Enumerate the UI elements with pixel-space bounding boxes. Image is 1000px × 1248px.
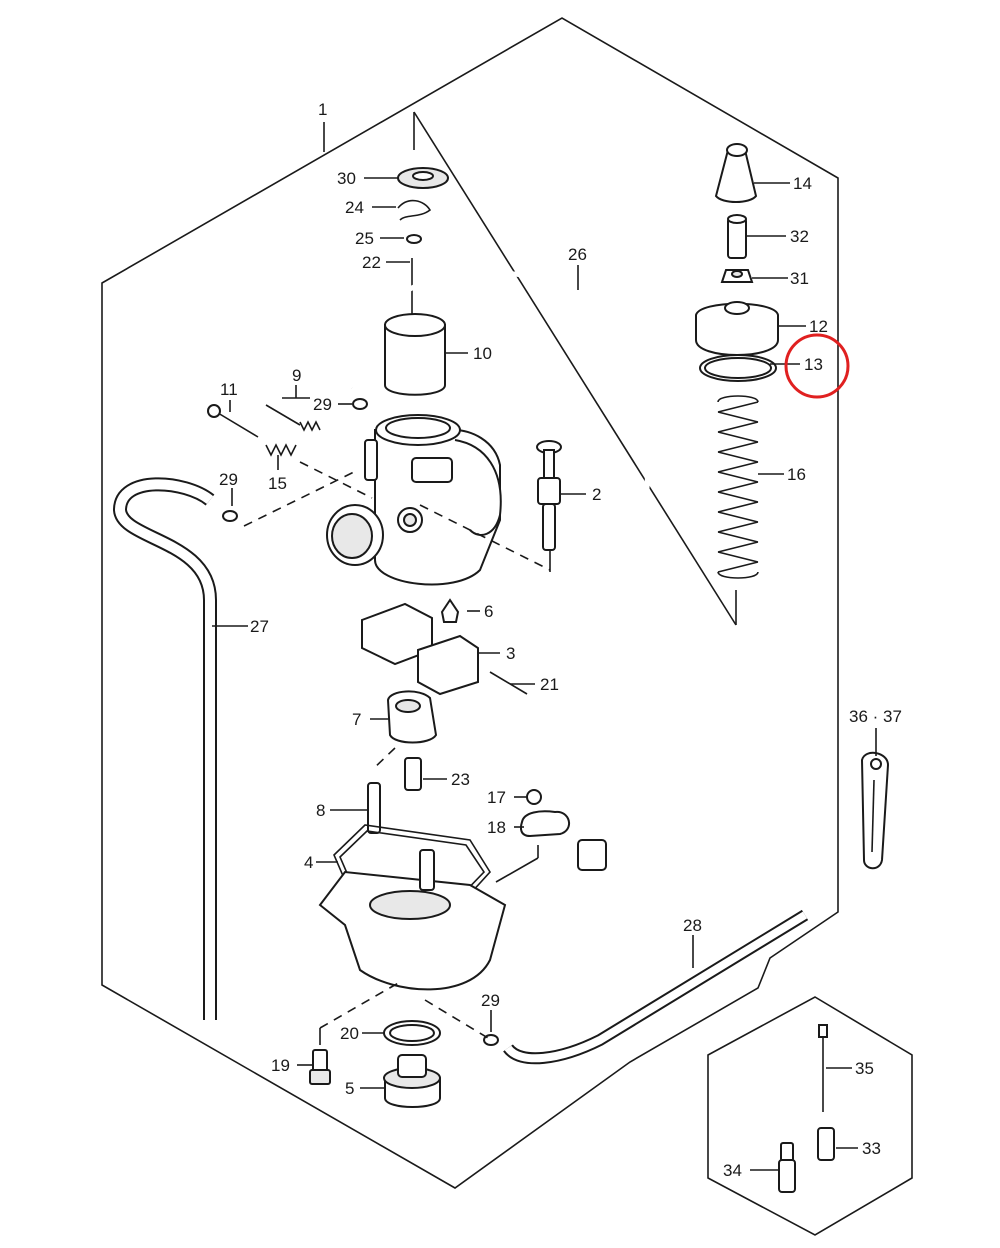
part-9-screw <box>265 404 321 432</box>
label-17: 17 <box>487 788 506 807</box>
label-9: 9 <box>292 366 301 385</box>
part-28-hose <box>503 909 809 1065</box>
part-29-clip-top <box>352 398 368 410</box>
part-20-oring-inner <box>389 1024 435 1042</box>
label-28: 28 <box>683 916 702 935</box>
part-27-hose-inner <box>114 479 215 1020</box>
align-line-5 <box>319 981 401 1029</box>
part-3-float <box>361 602 479 696</box>
part-13-oring <box>699 354 777 382</box>
label-21: 21 <box>540 675 559 694</box>
part-34-jet <box>778 1142 796 1193</box>
label-18: 18 <box>487 818 506 837</box>
part-16-spring <box>717 395 759 579</box>
label-31: 31 <box>790 269 809 288</box>
part-24-clip <box>397 199 432 221</box>
label-13: 13 <box>804 355 823 374</box>
reference-line <box>413 111 737 626</box>
part-17-screw <box>526 789 542 805</box>
part-5-float-bowl <box>318 849 507 991</box>
label-25: 25 <box>355 229 374 248</box>
align-line-6 <box>424 999 489 1039</box>
label-4: 4 <box>304 853 313 872</box>
label-11: 11 <box>220 380 238 399</box>
part-28-hose-inner <box>504 911 808 1063</box>
part-36-37-bracket <box>860 751 890 870</box>
label-30: 30 <box>337 169 356 188</box>
label-16: 16 <box>787 465 806 484</box>
carburetor-body <box>326 414 502 586</box>
part-19-screw <box>309 1049 331 1085</box>
align-line-2 <box>243 469 359 527</box>
assembly-outline <box>101 17 839 1189</box>
label-2: 2 <box>592 485 601 504</box>
label-23: 23 <box>451 770 470 789</box>
part-18-plate <box>520 810 570 838</box>
label-27: 27 <box>250 617 269 636</box>
label-14: 14 <box>793 174 812 193</box>
label-12: 12 <box>809 317 828 336</box>
label-35: 35 <box>855 1059 874 1078</box>
part-2-valve <box>536 440 562 551</box>
label-15: 15 <box>268 474 287 493</box>
part-15-spring <box>265 443 297 457</box>
label-32: 32 <box>790 227 809 246</box>
part-12-top-cap <box>695 301 779 356</box>
leader-lines <box>212 122 877 1171</box>
label-26: 26 <box>568 245 587 264</box>
cable-sleeve <box>577 839 607 871</box>
part-32-adjuster <box>727 214 747 259</box>
label-34: 34 <box>723 1161 742 1180</box>
align-line-4 <box>371 747 396 771</box>
part-7-bracket <box>386 690 438 744</box>
label-20: 20 <box>340 1024 359 1043</box>
label-10: 10 <box>473 344 492 363</box>
part-6-jet <box>440 598 460 623</box>
part-25-clip <box>406 234 422 244</box>
label-6: 6 <box>484 602 493 621</box>
label-29-bottom: 29 <box>481 991 500 1010</box>
label-29-left: 29 <box>219 470 238 489</box>
part-10-throttle-slide <box>384 313 446 396</box>
label-1: 1 <box>318 100 327 119</box>
label-24: 24 <box>345 198 364 217</box>
part-11-screw <box>207 404 259 438</box>
part-18-line <box>495 857 539 883</box>
part-31-nut <box>720 269 754 283</box>
highlight-circle <box>784 333 850 399</box>
label-29-top: 29 <box>313 395 332 414</box>
label-3: 3 <box>506 644 515 663</box>
label-33: 33 <box>862 1139 881 1158</box>
part-21-pin <box>489 671 528 695</box>
callout-labels: 1 30 24 25 22 10 9 11 29 15 29 26 2 6 3 … <box>219 100 902 1180</box>
part-29-clip-left <box>222 510 238 522</box>
label-22: 22 <box>362 253 381 272</box>
label-8: 8 <box>316 801 325 820</box>
align-line-3 <box>419 504 551 571</box>
part-26-cable-inner <box>348 269 651 1075</box>
part-14-cap <box>714 143 758 203</box>
part-5-plug <box>383 1054 441 1108</box>
label-7: 7 <box>352 710 361 729</box>
part-33-jet <box>817 1127 835 1161</box>
part-35-needle <box>818 1024 828 1112</box>
part-23-jet <box>404 757 422 791</box>
inset-outline <box>707 996 913 1236</box>
label-19: 19 <box>271 1056 290 1075</box>
part-30-washer <box>397 167 449 189</box>
part-8-needle-jet <box>367 782 381 834</box>
label-36-37: 36 · 37 <box>849 707 902 726</box>
label-5: 5 <box>345 1079 354 1098</box>
